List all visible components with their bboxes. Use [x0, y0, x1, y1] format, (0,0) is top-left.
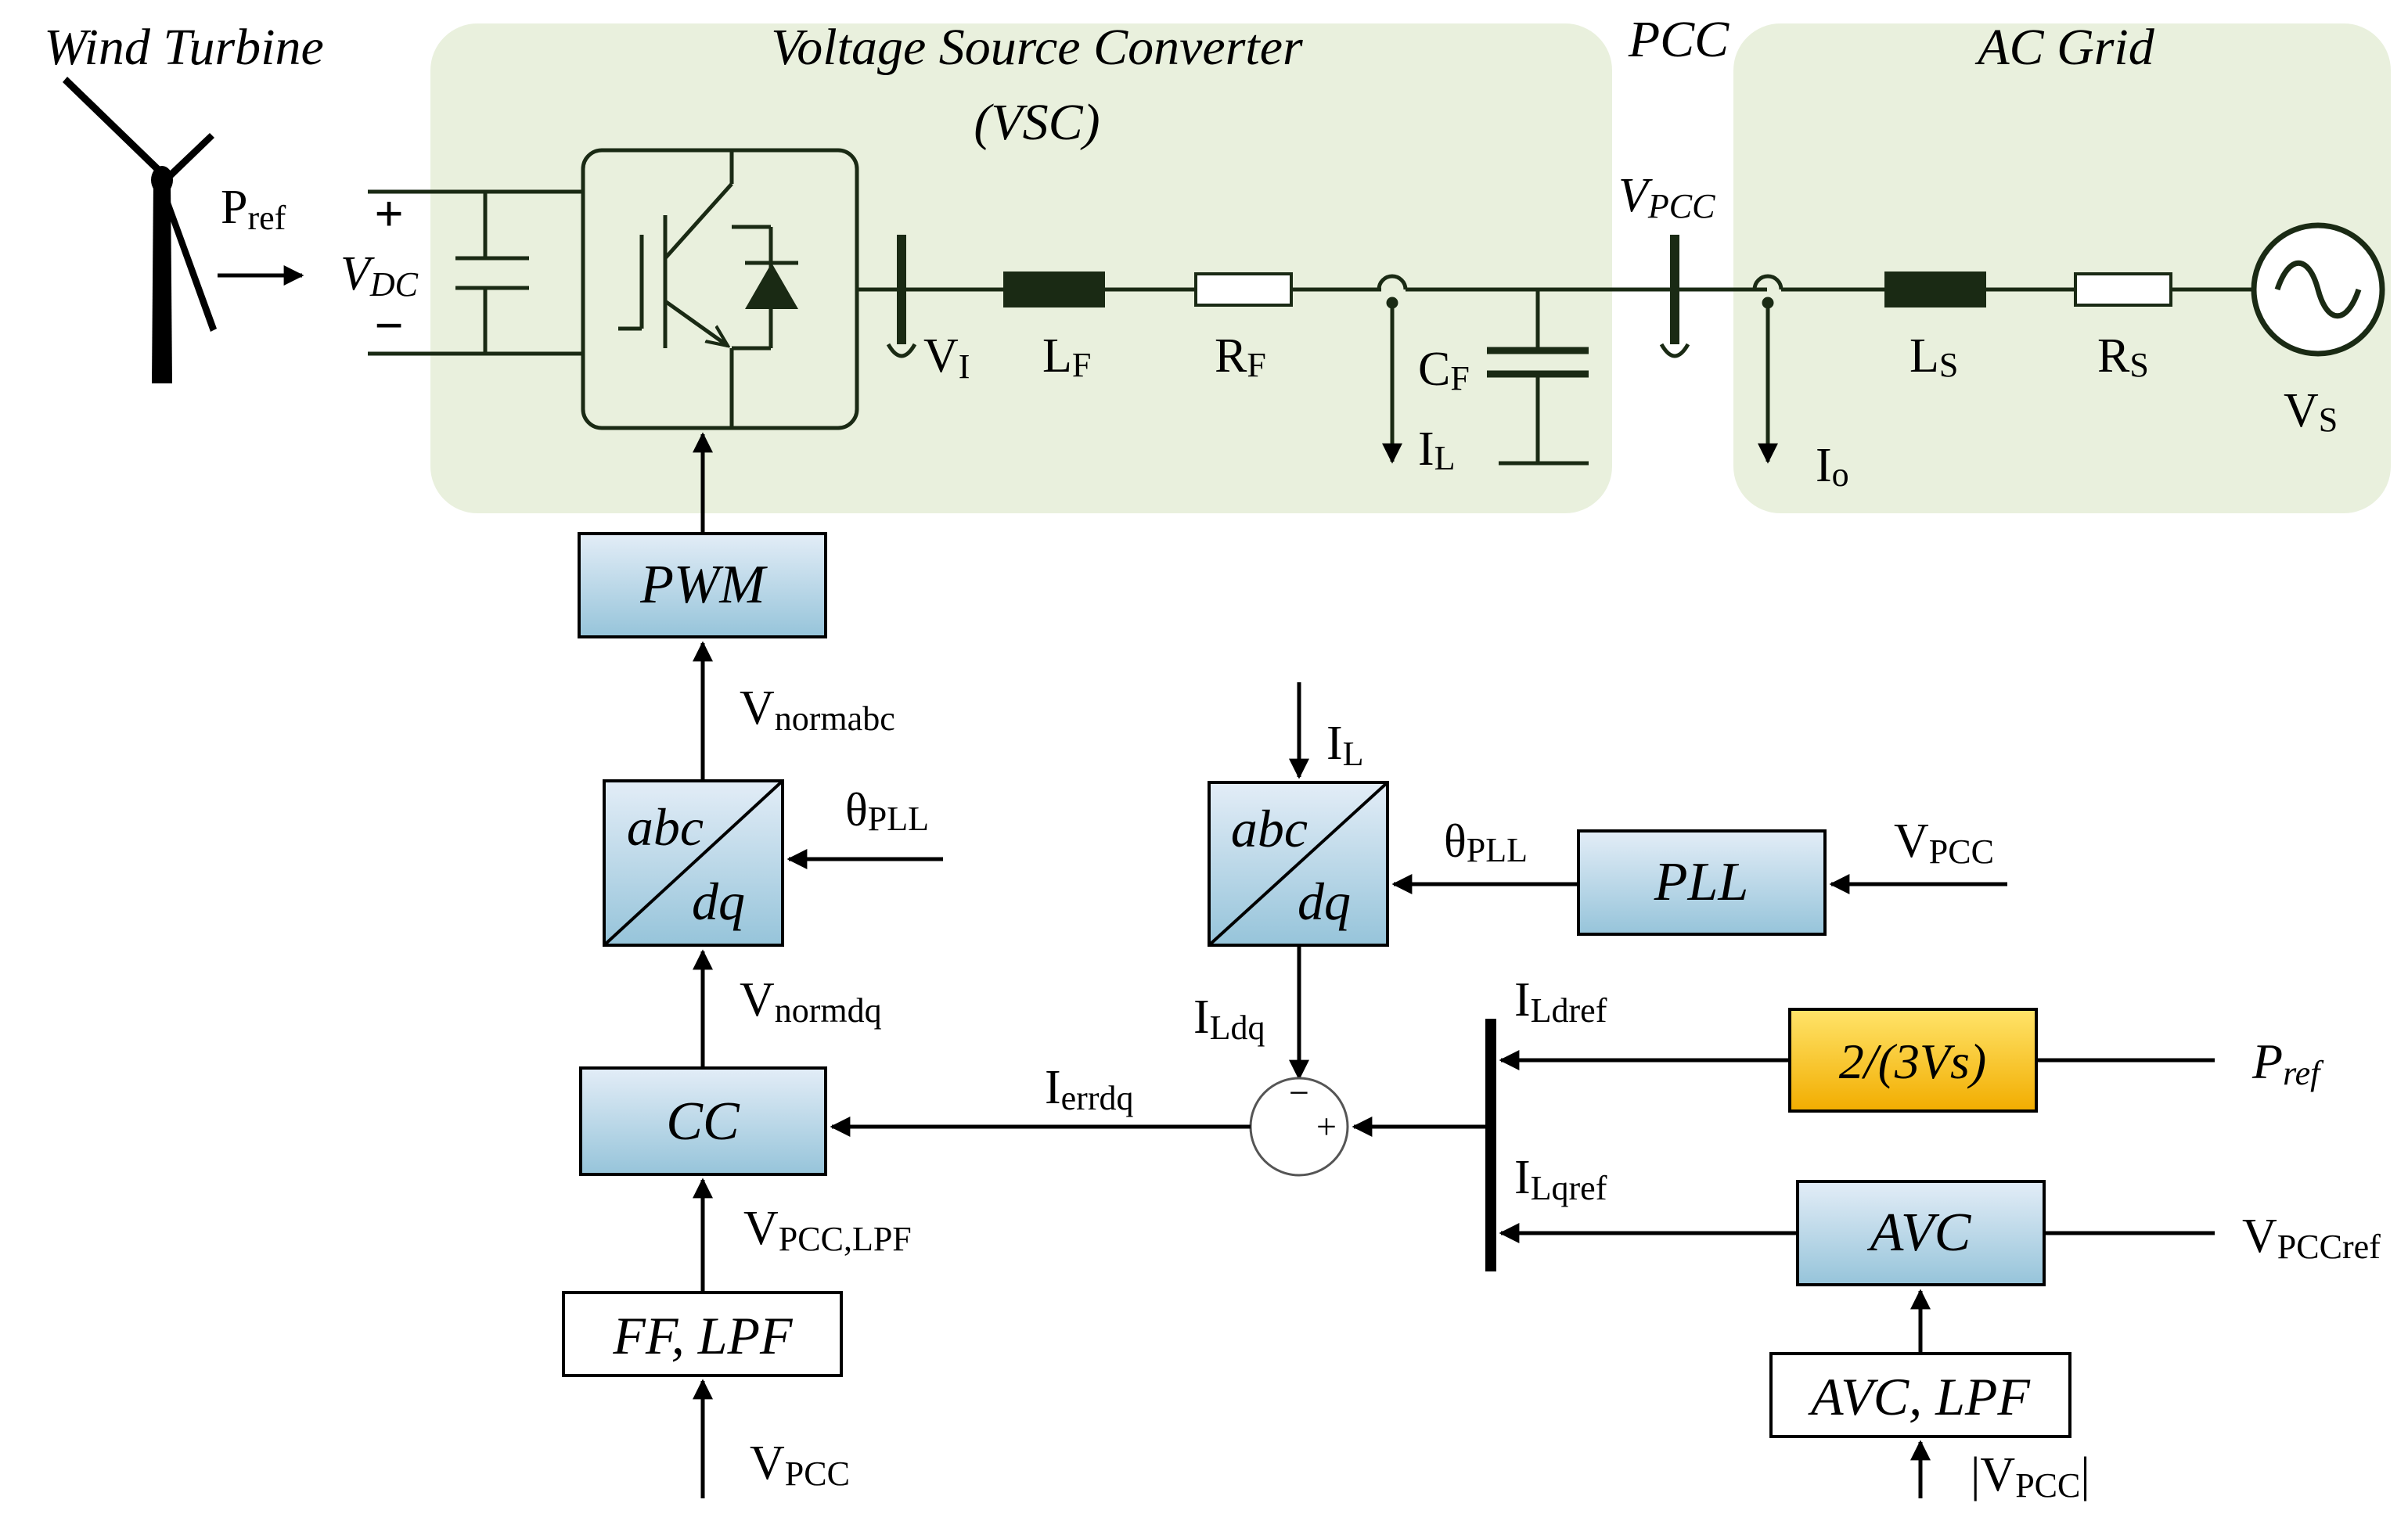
- v-pcc-pll-label: VPCC: [1894, 815, 1994, 871]
- r-s-resistor: [2074, 272, 2172, 307]
- dc-plus-sign: +: [374, 185, 404, 243]
- v-pcc-bottom-label: VPCC: [750, 1437, 850, 1493]
- i-ldq-label: ILdq: [1193, 991, 1265, 1047]
- ac-grid-title: AC Grid: [1974, 19, 2155, 76]
- avc-block: [1796, 1180, 2046, 1286]
- l-f-label: LF: [1042, 329, 1091, 384]
- dc-minus-sign: −: [374, 297, 404, 354]
- abc-dq-left-bottom: dq: [692, 872, 745, 931]
- theta-pll-right-label: θPLL: [1444, 815, 1528, 869]
- ac-source-icon: [2251, 222, 2385, 357]
- diode-symbol: [745, 263, 798, 309]
- cc-block: [579, 1066, 827, 1176]
- pll-block: [1577, 829, 1827, 936]
- vsc-region: [430, 23, 1612, 513]
- v-pcc-lpf-label: VPCC,LPF: [743, 1202, 912, 1258]
- i-o-label: Io: [1816, 439, 1849, 494]
- i-l-label: IL: [1418, 423, 1456, 477]
- r-f-resistor: [1194, 272, 1293, 307]
- v-dc-label: VDC: [340, 247, 419, 304]
- l-s-inductor: [1884, 272, 1986, 307]
- abc-dq-right-block: [1208, 781, 1389, 947]
- v-normdq-label: Vnormdq: [740, 973, 882, 1030]
- v-i-label: VI: [923, 329, 970, 386]
- i-lqref-label: ILqref: [1514, 1151, 1607, 1207]
- avc-lpf-label: AVC, LPF: [1808, 1367, 2031, 1426]
- i-l-input-label: IL: [1326, 717, 1364, 773]
- pll-block-label: PLL: [1654, 852, 1749, 912]
- abc-dq-right-bottom: dq: [1298, 872, 1351, 931]
- sum-plus-sign: +: [1316, 1106, 1337, 1146]
- wind-turbine-icon: [63, 77, 217, 383]
- ac-grid-region: [1733, 23, 2391, 513]
- r-f-label: RF: [1215, 329, 1266, 384]
- abc-dq-left-top: abc: [627, 797, 704, 857]
- i-o-probe: [1752, 274, 1784, 464]
- vsc-title: Voltage Source Converter: [771, 19, 1303, 76]
- gain-block: [1788, 1008, 2038, 1113]
- v-pcc-bus-label: VPCC: [1618, 169, 1715, 225]
- cc-block-label: CC: [666, 1091, 740, 1152]
- pwm-block: [578, 532, 827, 638]
- theta-pll-left-label: θPLL: [845, 784, 929, 838]
- pcc-title: PCC: [1628, 11, 1730, 68]
- avc-lpf-block: [1769, 1352, 2071, 1438]
- pwm-block-label: PWM: [639, 555, 768, 615]
- abc-dq-right-top: abc: [1231, 799, 1308, 858]
- abc-dq-left-block: [603, 779, 784, 947]
- avc-block-label: AVC: [1867, 1203, 1972, 1263]
- vsc-abbrev: (VSC): [974, 94, 1100, 151]
- c-f-label: CF: [1418, 343, 1470, 397]
- pcc-bus: [1659, 235, 1690, 358]
- gain-block-label: 2/(3Vs): [1839, 1034, 1986, 1089]
- ff-lpf-block: [562, 1291, 843, 1377]
- l-s-label: LS: [1909, 329, 1958, 384]
- i-ldref-label: ILdref: [1514, 973, 1607, 1030]
- v-pccref-label: VPCCref: [2242, 1210, 2381, 1266]
- v-s-label: VS: [2284, 384, 2338, 439]
- v-normabc-label: Vnormabc: [740, 681, 895, 738]
- sum-minus-sign: −: [1289, 1073, 1309, 1113]
- p-ref-label: Pref: [221, 181, 286, 237]
- wind-turbine-title: Wind Turbine: [44, 19, 324, 76]
- dc-link-capacitor: [368, 189, 583, 356]
- r-s-label: RS: [2097, 329, 2149, 384]
- c-f-capacitor: [1487, 289, 1589, 466]
- l-f-inductor: [1003, 272, 1105, 307]
- i-l-probe: [1377, 274, 1408, 464]
- p-ref-input-label: Pref: [2251, 1034, 2324, 1092]
- i-errdq-label: Ierrdq: [1045, 1061, 1134, 1117]
- ff-lpf-label: FF, LPF: [612, 1306, 794, 1365]
- abs-v-pcc-label: |VPCC|: [1971, 1448, 2090, 1505]
